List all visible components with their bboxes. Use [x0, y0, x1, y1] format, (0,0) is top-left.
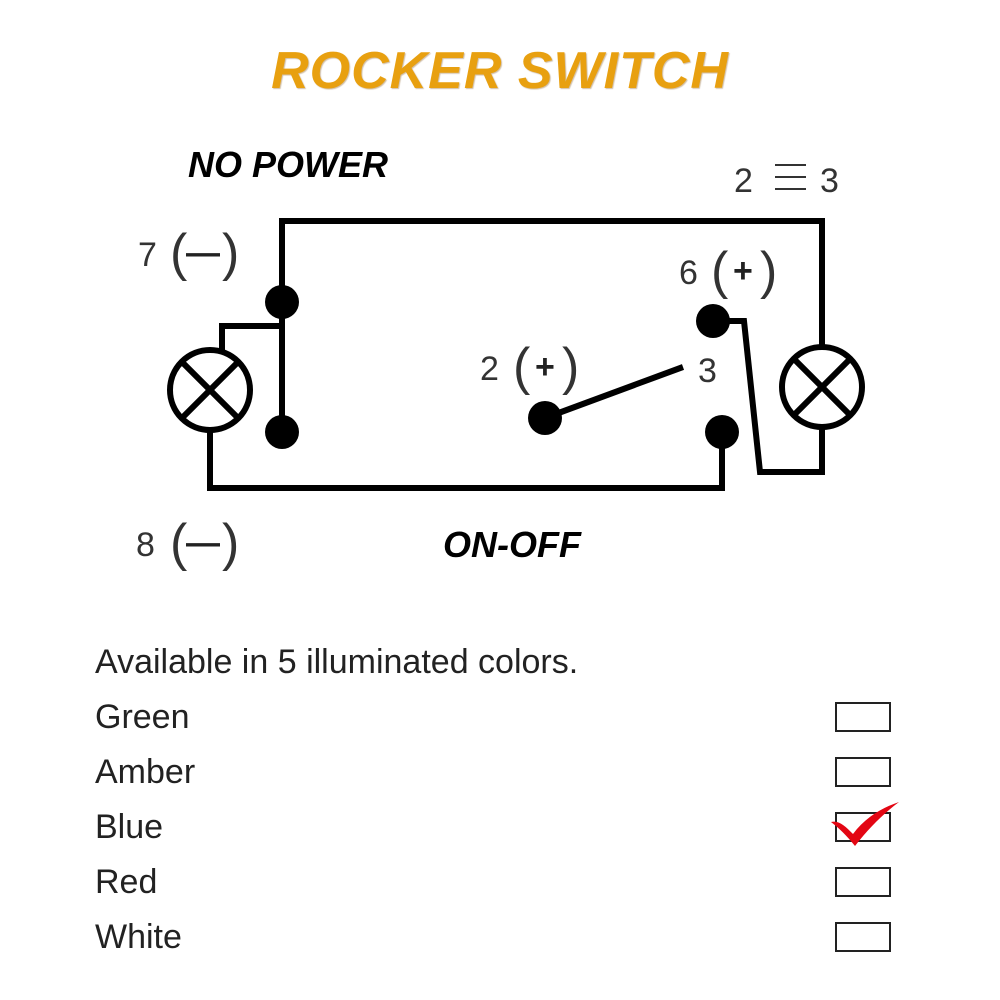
check-mark-icon: [831, 802, 899, 846]
color-checkbox-red[interactable]: [835, 867, 891, 897]
terminal-3-dot: [705, 415, 739, 449]
right-lamp-icon: [779, 344, 865, 430]
terminal-8-dot: [265, 415, 299, 449]
no-power-label: NO POWER: [188, 144, 388, 185]
svg-text:(: (: [711, 242, 729, 300]
page-title: ROCKER SWITCH: [271, 42, 729, 100]
svg-text:(: (: [513, 338, 531, 396]
wiring-diagram: NO POWER ON-OFF 2 3 7 ( — ) 8 ( — ) 6 ( …: [136, 144, 865, 572]
svg-text:(: (: [170, 514, 188, 572]
svg-text:(: (: [170, 224, 188, 282]
terminal-6-dot: [696, 304, 730, 338]
svg-text:+: +: [733, 252, 753, 290]
color-option-green: Green: [95, 690, 905, 745]
triple-bar-icon: [775, 164, 806, 190]
svg-text:): ): [222, 514, 239, 572]
left-lamp-top-wire: [219, 323, 282, 350]
color-option-white: White: [95, 910, 905, 965]
color-option-label: Red: [95, 863, 158, 901]
svg-text:—: —: [186, 524, 220, 562]
on-off-label: ON-OFF: [443, 524, 582, 565]
color-option-label: Amber: [95, 753, 196, 791]
color-checkbox-amber[interactable]: [835, 757, 891, 787]
terminal-2-dot: [528, 401, 562, 435]
color-option-amber: Amber: [95, 745, 905, 800]
svg-text:): ): [222, 224, 239, 282]
svg-text:7: 7: [138, 236, 157, 274]
color-option-label: Blue: [95, 808, 164, 846]
svg-text:6: 6: [679, 254, 698, 292]
svg-text:): ): [760, 242, 777, 300]
bottom-wire: [207, 425, 725, 491]
availability-intro: Available in 5 illuminated colors.: [95, 643, 579, 681]
terminal-3-label: 3: [698, 352, 717, 390]
terminal-8-label: 8 ( — ): [136, 514, 239, 572]
terminal-7-dot: [265, 285, 299, 319]
svg-text:8: 8: [136, 526, 155, 564]
color-option-red: Red: [95, 855, 905, 910]
color-checkbox-white[interactable]: [835, 922, 891, 952]
bridge-label-left: 2: [734, 162, 753, 200]
svg-text:+: +: [535, 348, 555, 386]
color-option-label: White: [95, 918, 182, 956]
terminal-2-label: 2 ( + ): [480, 338, 579, 396]
color-option-blue: Blue: [95, 800, 905, 855]
color-option-label: Green: [95, 698, 190, 736]
svg-text:—: —: [186, 234, 220, 272]
color-checkbox-green[interactable]: [835, 702, 891, 732]
top-wire: [279, 218, 825, 345]
terminal-7-label: 7 ( — ): [138, 224, 239, 282]
color-checkbox-blue[interactable]: [831, 802, 899, 846]
svg-text:2: 2: [480, 350, 499, 388]
right-lamp-wire: [713, 318, 825, 475]
color-options: Available in 5 illuminated colors. Green…: [95, 635, 905, 965]
left-lamp-icon: [167, 347, 253, 433]
svg-text:): ): [562, 338, 579, 396]
terminal-6-label: 6 ( + ): [679, 242, 777, 300]
bridge-label-right: 3: [820, 162, 839, 200]
switch-lever: [543, 364, 685, 421]
